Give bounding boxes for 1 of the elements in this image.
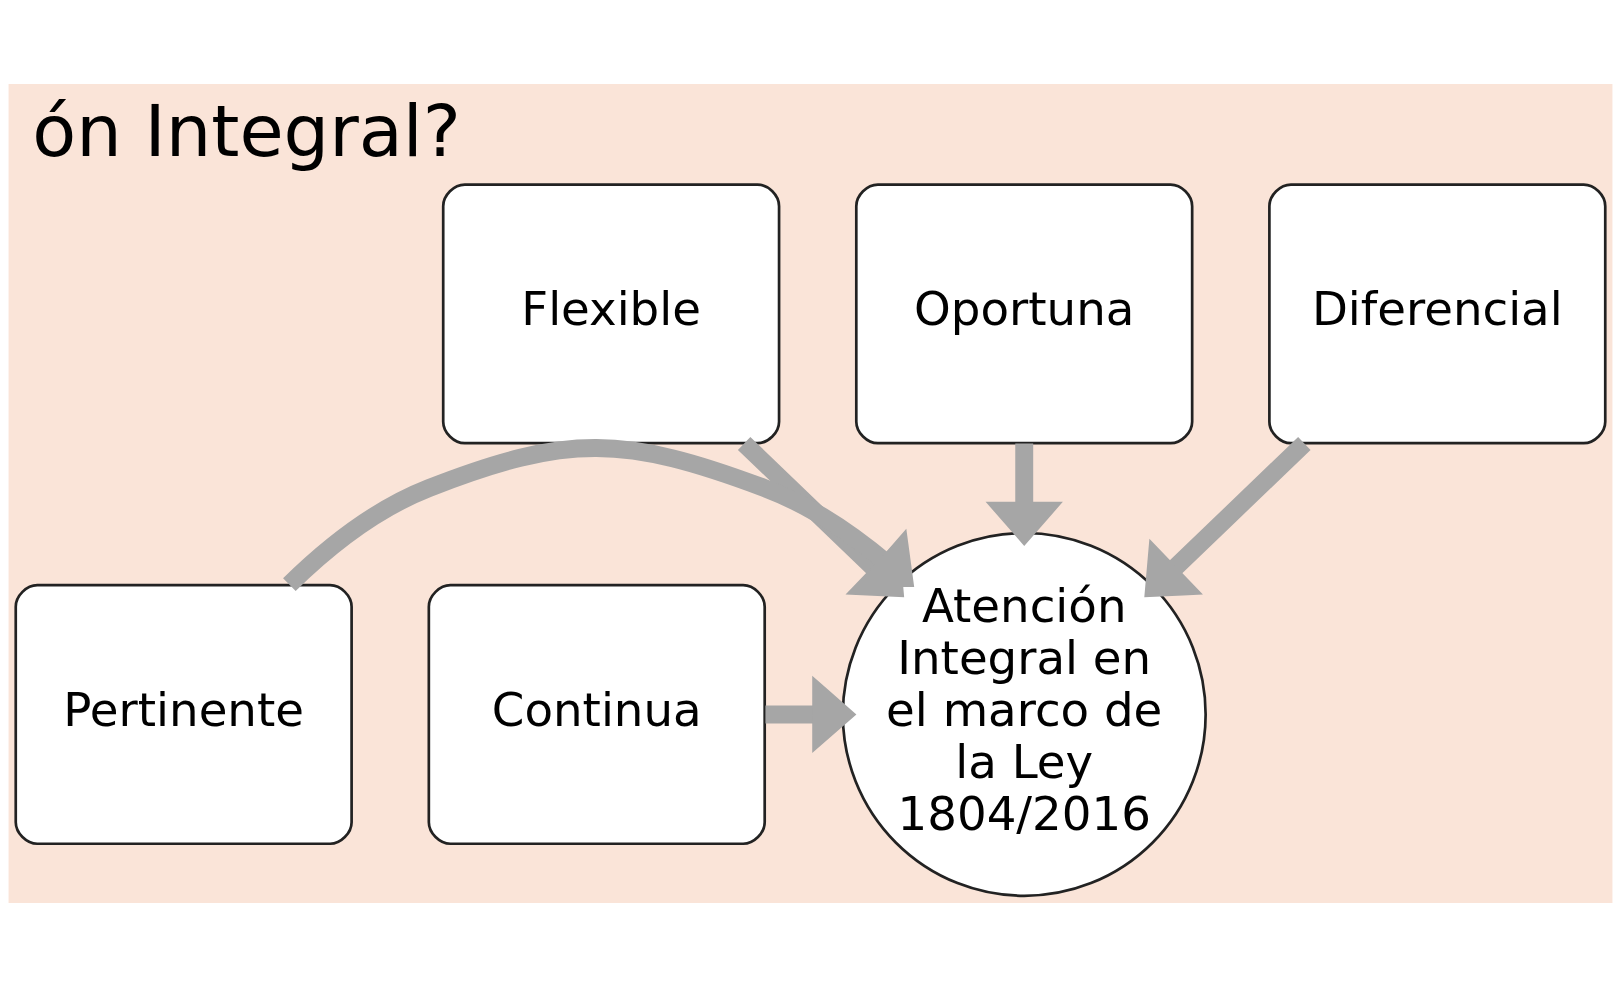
diagram-title: ón Integral?	[32, 88, 461, 173]
